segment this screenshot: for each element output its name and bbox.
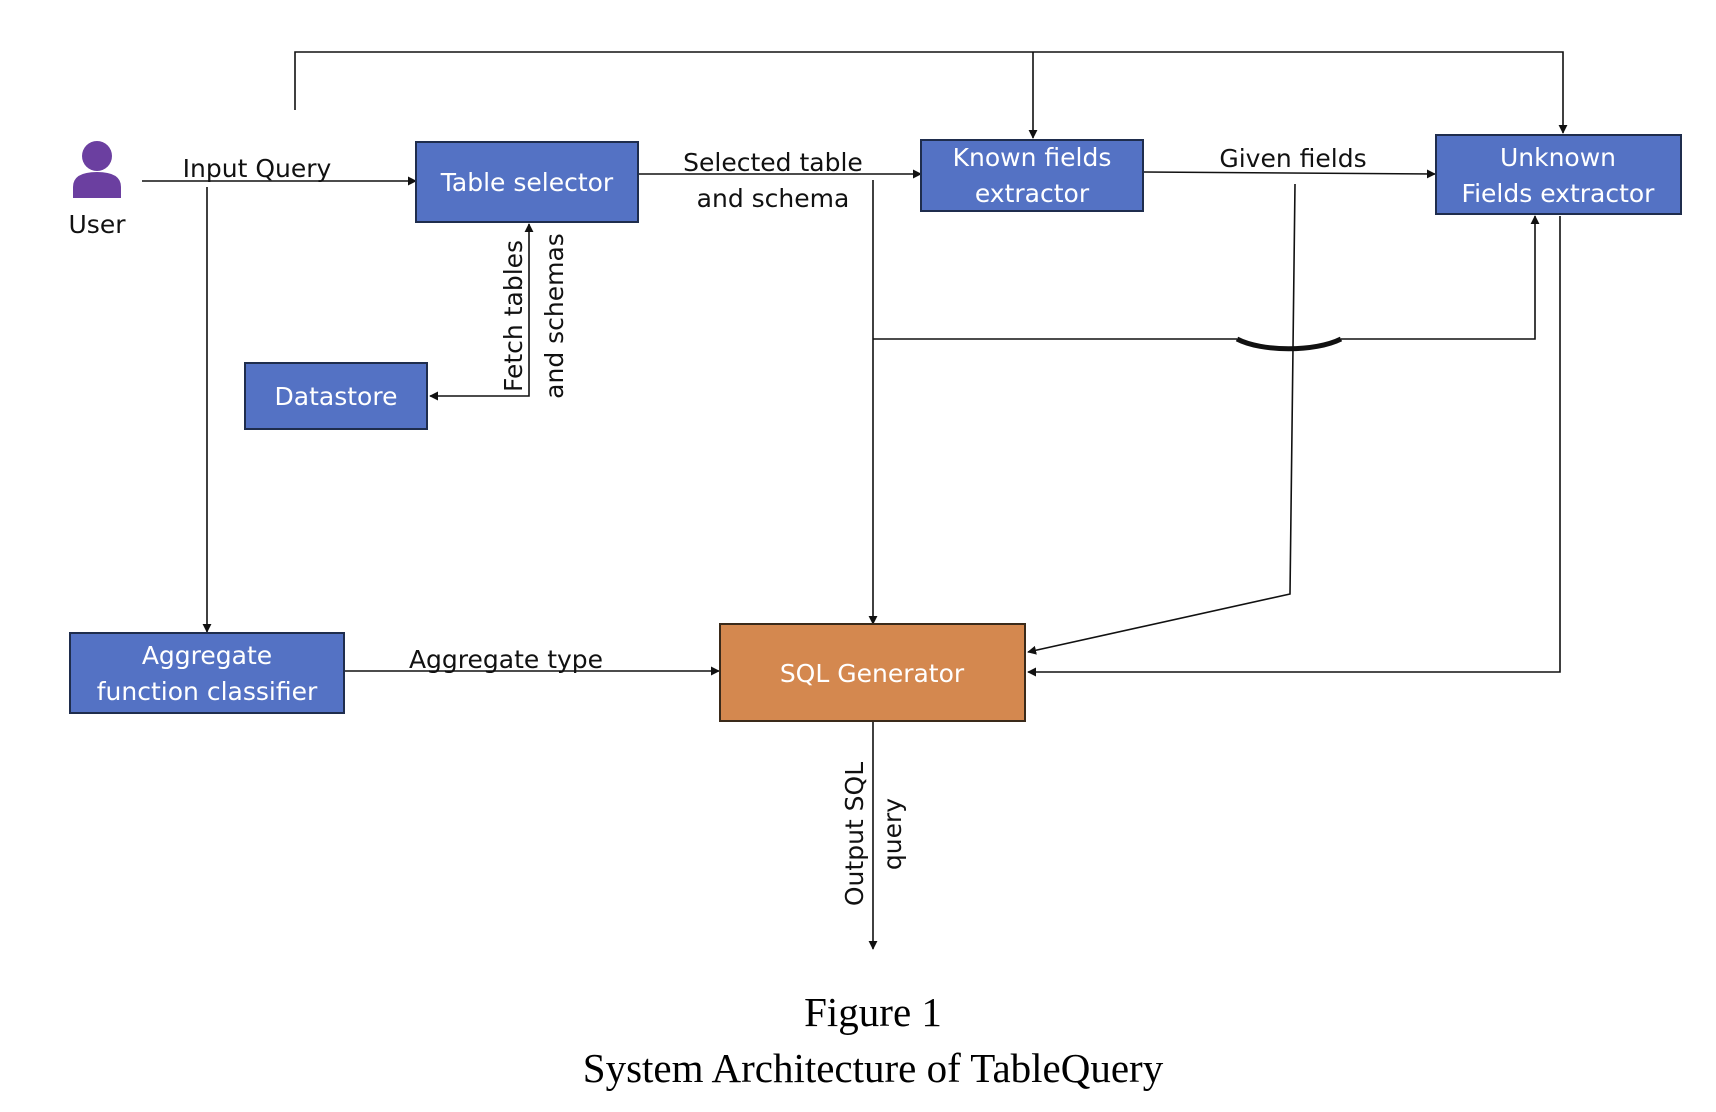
schema-to-unknown-arrow (1341, 215, 1540, 340)
aggregate-label-line2: function classifier (97, 677, 318, 706)
table-selector-label: Table selector (440, 168, 614, 197)
top-feedback-line (294, 51, 1568, 134)
aggregate-label-line1: Aggregate (142, 641, 272, 670)
fetch-tables-label: Fetch tables (499, 240, 528, 392)
selected-table-label-line1: Selected table (683, 148, 863, 177)
fetch-tables-label-line2: and schemas (540, 233, 569, 399)
fetch-tables-label-2: and schemas (540, 233, 569, 399)
given-fields-to-sql-arrow (1027, 183, 1296, 655)
table-selector-box: Table selector (415, 141, 639, 223)
unknown-fields-label-line2: Fields extractor (1462, 179, 1656, 208)
unknown-fields-extractor-box: Unknown Fields extractor (1435, 134, 1682, 215)
output-sql-label-line1: Output SQL (840, 762, 869, 906)
user-label: User (69, 210, 127, 239)
known-fields-label-line1: Known fields (953, 143, 1112, 172)
output-sql-label-2: query (878, 798, 907, 870)
aggregate-type-label: Aggregate type (409, 645, 603, 674)
unknown-fields-label-line1: Unknown (1500, 143, 1616, 172)
known-fields-extractor-box: Known fields extractor (920, 139, 1144, 212)
given-fields-arrow (1143, 169, 1436, 179)
figure-number: Figure 1 (804, 989, 942, 1035)
input-query-label: Input Query (183, 154, 332, 183)
user-icon (73, 141, 121, 198)
figure-title: System Architecture of TableQuery (583, 1045, 1164, 1091)
fetch-tables-label-line1: Fetch tables (499, 240, 528, 392)
crossing-bridge (1235, 336, 1343, 352)
selected-table-label-line2: and schema (697, 184, 850, 213)
output-sql-label-line2: query (878, 798, 907, 870)
output-sql-label: Output SQL (840, 762, 869, 906)
datastore-label: Datastore (275, 382, 398, 411)
fetch-tables-arrow (429, 223, 534, 401)
known-fields-label-line2: extractor (975, 179, 1090, 208)
datastore-box: Datastore (244, 362, 428, 430)
unknown-to-sql-arrow (1027, 216, 1561, 677)
sql-generator-box: SQL Generator (719, 623, 1026, 722)
aggregate-function-classifier-box: Aggregate function classifier (69, 632, 345, 714)
sql-generator-label: SQL Generator (780, 659, 965, 688)
given-fields-label: Given fields (1219, 144, 1366, 173)
